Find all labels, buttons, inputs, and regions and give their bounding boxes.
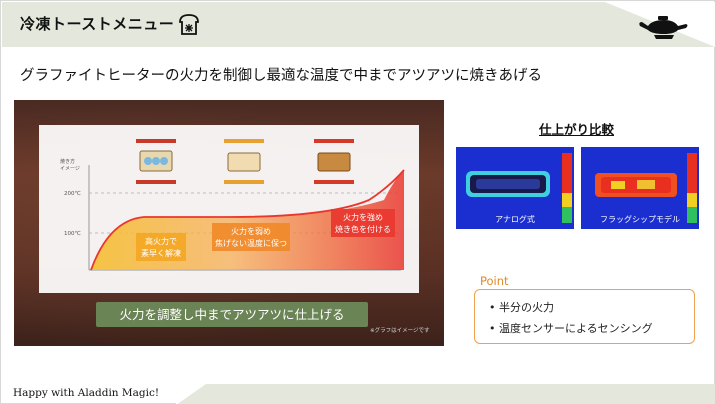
panel-caption: 火力を調整し中までアツアツに仕上げる xyxy=(96,302,368,327)
heating-chart-panel: 焼き方 イメージ 200℃ 100℃ xyxy=(14,100,444,346)
y-tick-200: 200℃ xyxy=(64,190,81,197)
page-title: 冷凍トーストメニュー xyxy=(20,15,175,33)
point-box: • 半分の火力 • 温度センサーによるセンシング xyxy=(474,289,695,344)
annotation-2b: 焦げない温度に保つ xyxy=(215,238,287,248)
point-item: • 半分の火力 xyxy=(489,301,554,314)
annotation-box-2 xyxy=(212,223,290,251)
thermal-image-flagship: フラッグシップモデル xyxy=(581,147,699,229)
point-label: Point xyxy=(477,274,512,288)
panel-note: ※グラフはイメージです xyxy=(370,328,430,334)
annotation-3b: 焼き色を付ける xyxy=(335,224,391,234)
thermal-label-analog: アナログ式 xyxy=(495,215,535,224)
toast-frozen-icon xyxy=(179,14,199,35)
chart-card: 焼き方 イメージ 200℃ 100℃ xyxy=(39,125,419,293)
thermal-label-flagship: フラッグシップモデル xyxy=(600,215,680,224)
footer-tagline: Happy with Aladdin Magic! xyxy=(13,387,160,399)
annotation-1b: 素早く解凍 xyxy=(141,248,181,258)
y-axis-label-1: 焼き方 xyxy=(60,158,75,165)
thermal-graphic-flagship xyxy=(595,147,699,229)
comparison-title: 仕上がり比較 xyxy=(539,122,615,137)
heater-illustration-3 xyxy=(314,139,354,184)
annotation-1a: 高火力で xyxy=(145,236,177,246)
heating-chart: 焼き方 イメージ 200℃ 100℃ xyxy=(60,139,405,271)
point-item: • 温度センサーによるセンシング xyxy=(489,322,653,335)
annotation-box-1 xyxy=(136,233,186,261)
point-item-text: 温度センサーによるセンシング xyxy=(499,322,653,335)
thermal-image-analog: アナログ式 xyxy=(456,147,574,229)
footer: Happy with Aladdin Magic! xyxy=(1,384,715,404)
heater-illustration-1 xyxy=(136,139,176,184)
footer-corner xyxy=(176,384,206,404)
y-tick-100: 100℃ xyxy=(64,230,81,237)
heat-curve xyxy=(90,169,405,271)
header-bar: 冷凍トーストメニュー xyxy=(2,2,715,47)
annotation-box-3 xyxy=(331,209,395,237)
subtitle: グラファイトヒーターの火力を制御し最適な温度で中までアツアツに焼きあげる xyxy=(20,68,542,84)
heater-illustration-2 xyxy=(224,139,264,184)
aladdin-lamp-logo xyxy=(639,16,688,39)
annotation-2a: 火力を弱め xyxy=(231,226,271,236)
point-item-text: 半分の火力 xyxy=(499,301,554,314)
annotation-3a: 火力を強め xyxy=(343,212,383,222)
footer-band xyxy=(176,384,715,404)
thermal-graphic-analog xyxy=(466,147,574,229)
y-axis-label-2: イメージ xyxy=(60,166,80,172)
